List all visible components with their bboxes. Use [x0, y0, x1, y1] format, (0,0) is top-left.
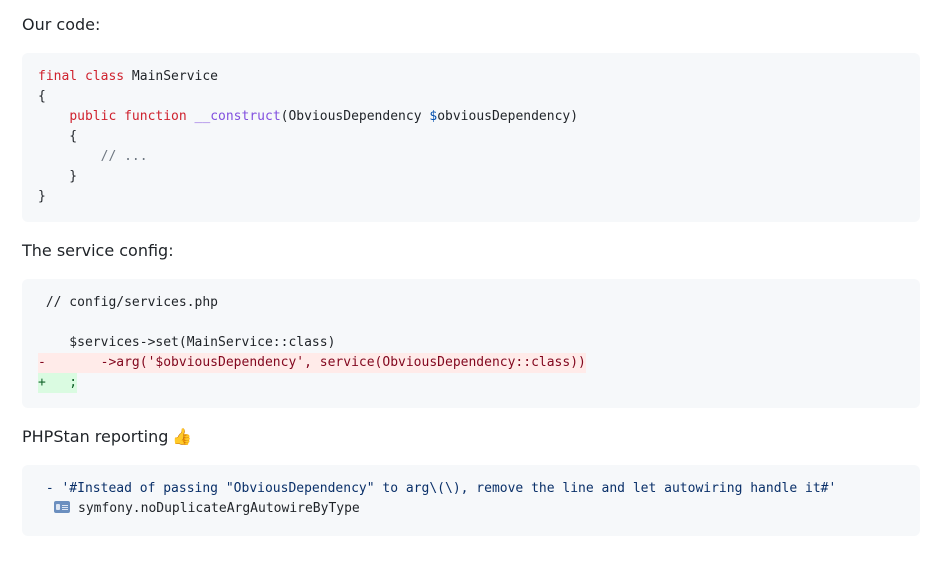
error-message-line: - '#Instead of passing "ObviousDependenc…: [38, 479, 837, 499]
keyword: public function: [69, 109, 187, 124]
error-identifier: symfony.noDuplicateArgAutowireByType: [78, 501, 360, 516]
class-name: MainService: [124, 69, 219, 84]
var-name: obviousDependency: [437, 109, 571, 124]
keyword: final class: [38, 69, 125, 84]
code-line: // ...: [38, 147, 148, 167]
space: [187, 109, 195, 124]
indent: [38, 149, 101, 164]
code-block-main-service: final class MainService { public functio…: [22, 53, 920, 222]
code-comment-line: // config/services.php: [38, 295, 219, 310]
thumbs-up-icon: 👍: [172, 427, 193, 446]
heading-service-config: The service config:: [22, 241, 174, 260]
identifier-line: symfony.noDuplicateArgAutowireByType: [54, 499, 360, 519]
id-card-icon: [54, 501, 70, 513]
params-close: ): [570, 109, 579, 124]
code-line: {: [38, 129, 78, 144]
code-line: }: [38, 169, 78, 184]
code-block-service-config: // config/services.php $services->set(Ma…: [22, 279, 920, 408]
heading-text: PHPStan reporting: [22, 427, 169, 446]
heading-phpstan-reporting: PHPStan reporting👍: [22, 426, 192, 448]
code-line: public function __construct(ObviousDepen…: [38, 107, 578, 127]
indent: [38, 109, 69, 124]
function-name: __construct: [194, 109, 281, 124]
code-line: final class MainService: [38, 67, 218, 87]
comment: // ...: [100, 149, 148, 164]
heading-our-code: Our code:: [22, 15, 101, 34]
code-line: $services->set(MainService::class): [38, 335, 336, 350]
code-line: {: [38, 89, 46, 104]
diff-added-line: + ;: [38, 373, 78, 393]
params-open: (ObviousDependency: [280, 109, 430, 124]
code-line: }: [38, 189, 46, 204]
diff-removed-line: - ->arg('$obviousDependency', service(Ob…: [38, 353, 586, 373]
code-block-phpstan-output: - '#Instead of passing "ObviousDependenc…: [22, 465, 920, 536]
var-sigil: $: [429, 109, 438, 124]
error-message: - '#Instead of passing "ObviousDependenc…: [38, 481, 837, 496]
